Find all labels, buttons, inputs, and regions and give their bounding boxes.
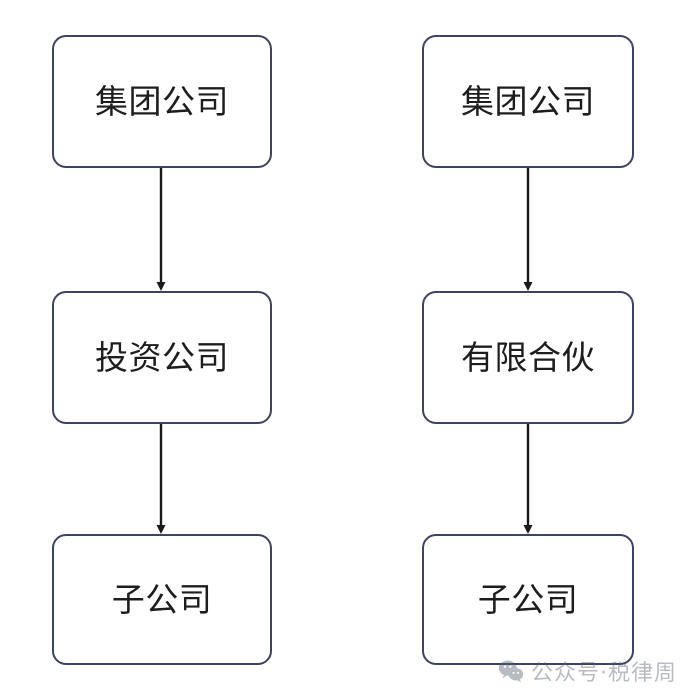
node-left-subsidiary[interactable]: 子公司	[52, 534, 272, 665]
watermark: 公众号·税律周	[498, 655, 677, 687]
node-right-limited-partnership[interactable]: 有限合伙	[422, 291, 634, 424]
node-label: 有限合伙	[461, 338, 595, 377]
node-right-group-company[interactable]: 集团公司	[422, 35, 634, 168]
node-label: 投资公司	[95, 338, 229, 377]
node-label: 子公司	[477, 580, 579, 619]
node-label: 集团公司	[95, 82, 229, 121]
node-label: 集团公司	[461, 82, 595, 121]
watermark-text: 公众号·税律周	[531, 661, 677, 686]
wechat-icon	[498, 660, 524, 683]
node-right-subsidiary[interactable]: 子公司	[422, 534, 634, 665]
node-label: 子公司	[111, 580, 213, 619]
node-left-group-company[interactable]: 集团公司	[52, 35, 272, 168]
node-left-investment-company[interactable]: 投资公司	[52, 291, 272, 424]
